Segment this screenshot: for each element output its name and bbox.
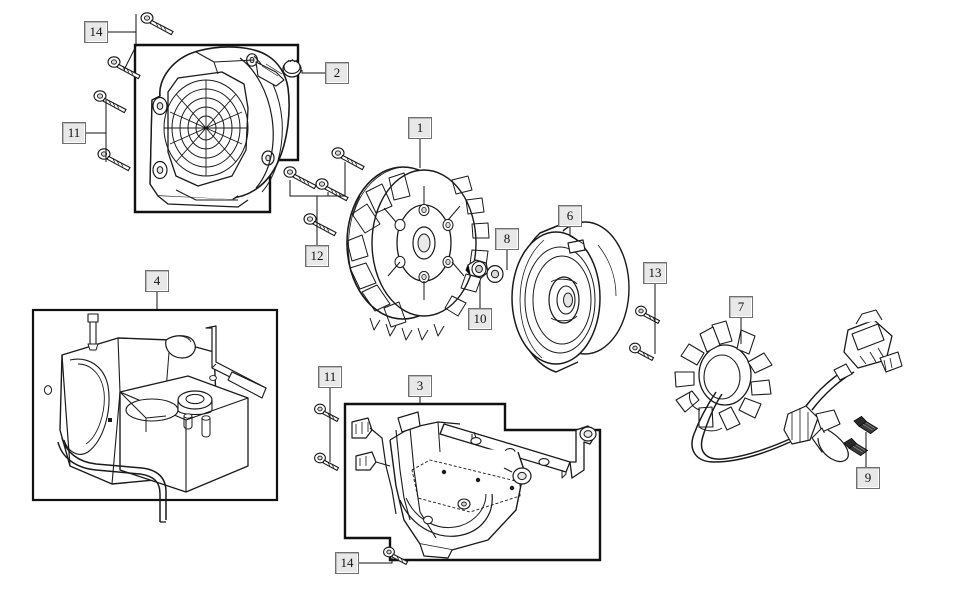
fan-housing-base-illustration: [351, 411, 597, 559]
leader-lines: [86, 14, 867, 564]
stator-illustration: [674, 309, 903, 463]
callout-14-bottom[interactable]: 14: [335, 552, 359, 574]
fan-cover-shroud-illustration: [149, 46, 290, 208]
bolt-12-c: [283, 166, 317, 190]
bolt-11-d: [314, 452, 340, 471]
callout-8[interactable]: 8: [495, 228, 519, 250]
bolt-12-a: [331, 147, 365, 171]
callout-7[interactable]: 7: [729, 296, 753, 318]
callout-2[interactable]: 2: [325, 62, 349, 84]
bolt-11-a: [93, 90, 127, 114]
callout-10[interactable]: 10: [468, 308, 492, 330]
callout-1[interactable]: 1: [408, 117, 432, 139]
callout-12[interactable]: 12: [305, 245, 329, 267]
cooling-fan-flywheel-illustration: [346, 166, 490, 341]
bolt-11-b: [97, 148, 131, 172]
grommet-plug: [282, 58, 302, 78]
magneto-rotor-illustration: [511, 221, 630, 373]
engine-shroud-illustration: [43, 313, 267, 523]
callout-3[interactable]: 3: [408, 375, 432, 397]
callout-11-lower[interactable]: 11: [318, 366, 342, 388]
bolt-12-d: [303, 213, 337, 237]
washer: [486, 265, 504, 284]
bolt-14-a: [140, 12, 174, 36]
callout-13[interactable]: 13: [643, 262, 667, 284]
bolt-13-a: [635, 305, 661, 324]
callout-11-upper[interactable]: 11: [62, 122, 86, 144]
callout-14-top[interactable]: 14: [84, 21, 108, 43]
bolt-12-b: [315, 178, 349, 202]
bolt-9-a: [853, 415, 878, 435]
bolt-11-c: [314, 403, 340, 422]
bolt-13-b: [629, 342, 655, 361]
flywheel-nut: [465, 259, 489, 279]
callout-4[interactable]: 4: [145, 270, 169, 292]
callout-9[interactable]: 9: [856, 467, 880, 489]
callout-6[interactable]: 6: [558, 205, 582, 227]
